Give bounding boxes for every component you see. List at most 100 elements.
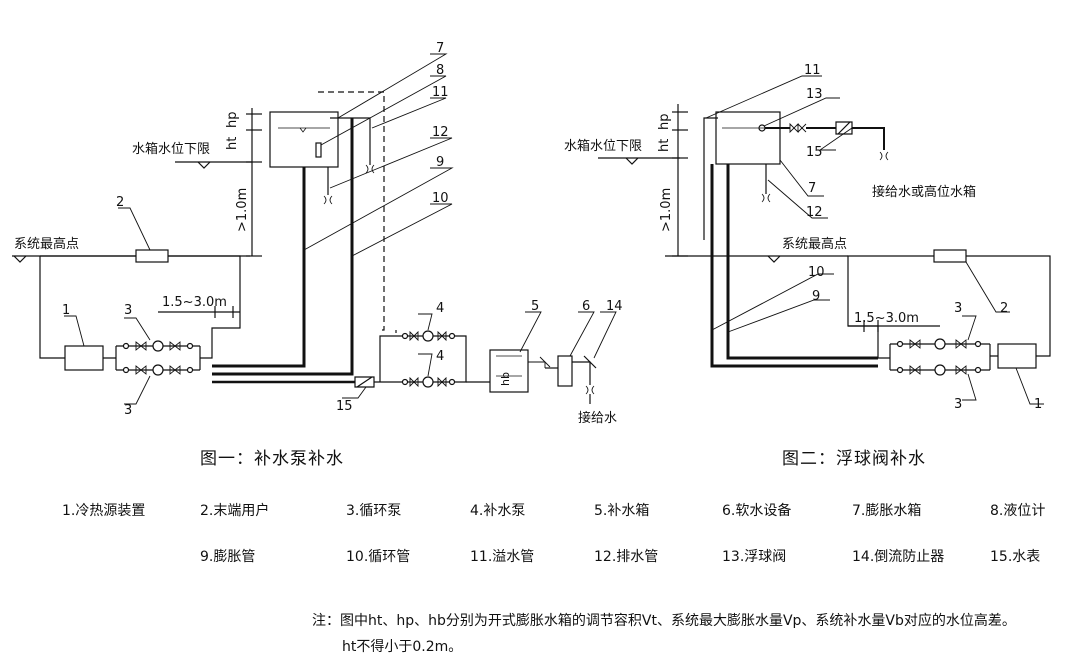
fig1-tank-low-level-label: 水箱水位下限: [132, 141, 210, 157]
fig2-num-7: 7: [808, 181, 816, 196]
fig2-overflow-pipe: [703, 117, 718, 240]
legend-item: 11.溢水管: [470, 549, 535, 565]
fig1-num-6: 6: [582, 299, 590, 314]
fig2-supply-line: [765, 127, 885, 150]
legend-item: 12.排水管: [594, 549, 659, 565]
fig2-water-meter: [835, 121, 853, 135]
fig1-height-dimension: [246, 108, 262, 257]
fig2-num-13: 13: [806, 87, 823, 102]
fig2-num-3b: 3: [954, 397, 962, 412]
fig1-makeup-tank: [489, 349, 529, 393]
fig2-system-loop: [847, 255, 1051, 358]
fig1-water-supply-label: 接给水: [578, 410, 617, 426]
fig2-distance-dimension: [848, 320, 940, 332]
fig2-height-dimension: [672, 104, 688, 257]
fig1-num-8: 8: [436, 63, 444, 78]
fig1-makeup-pumps: [395, 330, 490, 388]
fig1-dashed-signal-line: [318, 91, 385, 331]
legend-item: 7.膨胀水箱: [852, 503, 922, 519]
fig2-tank-low-level-marker: [598, 157, 680, 165]
fig2-ht-label: ht: [657, 139, 672, 152]
fig2-hp-label: hp: [657, 114, 672, 131]
fig1-num-10: 10: [432, 191, 449, 206]
legend-item: 14.倒流防止器: [852, 549, 945, 565]
legend-item: 8.液位计: [990, 503, 1046, 519]
note-line-1: 注：图中ht、hp、hb分别为开式膨胀水箱的调节容积Vt、系统最大膨胀水量Vp、…: [312, 613, 1016, 629]
legend-item: 10.循环管: [346, 549, 411, 565]
legend-item: 1.冷热源装置: [62, 503, 146, 519]
fig1-expansion-pipe: [212, 167, 306, 368]
fig1-distance-dimension: [158, 306, 240, 318]
fig1-hp-label: hp: [225, 112, 240, 129]
fig1-level-gauge: [315, 142, 322, 158]
figure-1: ht hp >1.0m hb 水箱水位下限 系统最高点 1.5~3.0m 接给水…: [12, 41, 623, 426]
fig1-ht-label: ht: [225, 137, 240, 150]
fig1-num-9: 9: [436, 155, 444, 170]
fig1-num-3b: 3: [124, 403, 132, 418]
fig1-num-4a: 4: [436, 301, 444, 316]
fig1-height-label: >1.0m: [235, 188, 250, 232]
fig1-softening-equipment: [557, 355, 573, 387]
fig1-sys-highest-label: 系统最高点: [14, 236, 79, 252]
fig1-leader-lines: [64, 53, 617, 405]
legend-item: 13.浮球阀: [722, 549, 787, 565]
fig2-num-2: 2: [1000, 301, 1008, 316]
fig2-tank-low-level-label: 水箱水位下限: [564, 138, 642, 154]
fig2-terminal-user: [933, 249, 967, 263]
legend-item: 4.补水泵: [470, 503, 526, 519]
fig2-circulation-pumps: [878, 338, 991, 376]
fig1-num-7: 7: [436, 41, 444, 56]
fig2-num-3a: 3: [954, 301, 962, 316]
legend-item: 15.水表: [990, 549, 1041, 565]
fig2-caption: 图二：浮球阀补水: [782, 449, 926, 469]
fig2-expansion-tank: [715, 111, 781, 165]
fig1-distance-label: 1.5~3.0m: [162, 295, 227, 310]
fig1-num-2: 2: [116, 195, 124, 210]
fig2-num-10: 10: [808, 265, 825, 280]
fig2-heat-source: [997, 343, 1037, 369]
note-line-2: ht不得小于0.2m。: [342, 639, 463, 655]
fig1-water-meter-line: [374, 335, 396, 383]
legend-item: 5.补水箱: [594, 503, 650, 519]
fig2-sys-highest-label: 系统最高点: [782, 236, 847, 252]
fig2-num-9: 9: [812, 289, 820, 304]
fig1-heat-source: [64, 345, 104, 371]
fig2-water-supply-label: 接给水或高位水箱: [872, 184, 976, 200]
fig2-num-15: 15: [806, 145, 823, 160]
fig1-system-loop: [39, 255, 241, 359]
fig1-hb-label: hb: [499, 372, 512, 386]
legend-item: 3.循环泵: [346, 503, 402, 519]
fig1-num-3a: 3: [124, 303, 132, 318]
fig2-num-1: 1: [1034, 397, 1042, 412]
fig1-circulation-pumps: [115, 340, 201, 376]
fig1-circulation-pipe: [212, 118, 354, 376]
fig2-system-highest-marker: [665, 255, 848, 263]
fig1-tank-low-level-marker: [175, 161, 252, 169]
fig2-height-label: >1.0m: [659, 188, 674, 232]
fig1-num-1: 1: [62, 303, 70, 318]
fig1-caption: 图一：补水泵补水: [200, 449, 344, 469]
legend-item: 9.膨胀管: [200, 549, 256, 565]
fig1-num-11: 11: [432, 85, 449, 100]
fig1-num-12: 12: [432, 125, 449, 140]
fig1-system-highest-marker: [12, 255, 250, 263]
fig1-terminal-user: [135, 249, 169, 263]
legend-item: 6.软水设备: [722, 503, 792, 519]
fig1-water-meter: [354, 376, 375, 388]
fig2-num-11: 11: [804, 63, 821, 78]
fig1-backflow-preventer: [572, 355, 597, 385]
fig2-num-12: 12: [806, 205, 823, 220]
fig2-expansion-pipe: [726, 164, 878, 360]
figure-2: ht hp >1.0m 水箱水位下限 系统最高点 1.5~3.0m 接给水或高位…: [564, 63, 1051, 412]
fig2-circulation-pipe: [710, 164, 878, 368]
fig1-overflow-pipe: [330, 117, 371, 165]
fig1-num-14: 14: [606, 299, 623, 314]
fig1-num-5: 5: [531, 299, 539, 314]
fig1-num-15: 15: [336, 399, 353, 414]
fig1-num-4b: 4: [436, 349, 444, 364]
fig2-leader-lines: [705, 75, 1044, 405]
fig1-expansion-tank: [269, 111, 339, 168]
legend-item: 2.末端用户: [200, 503, 270, 519]
fig2-distance-label: 1.5~3.0m: [854, 311, 919, 326]
